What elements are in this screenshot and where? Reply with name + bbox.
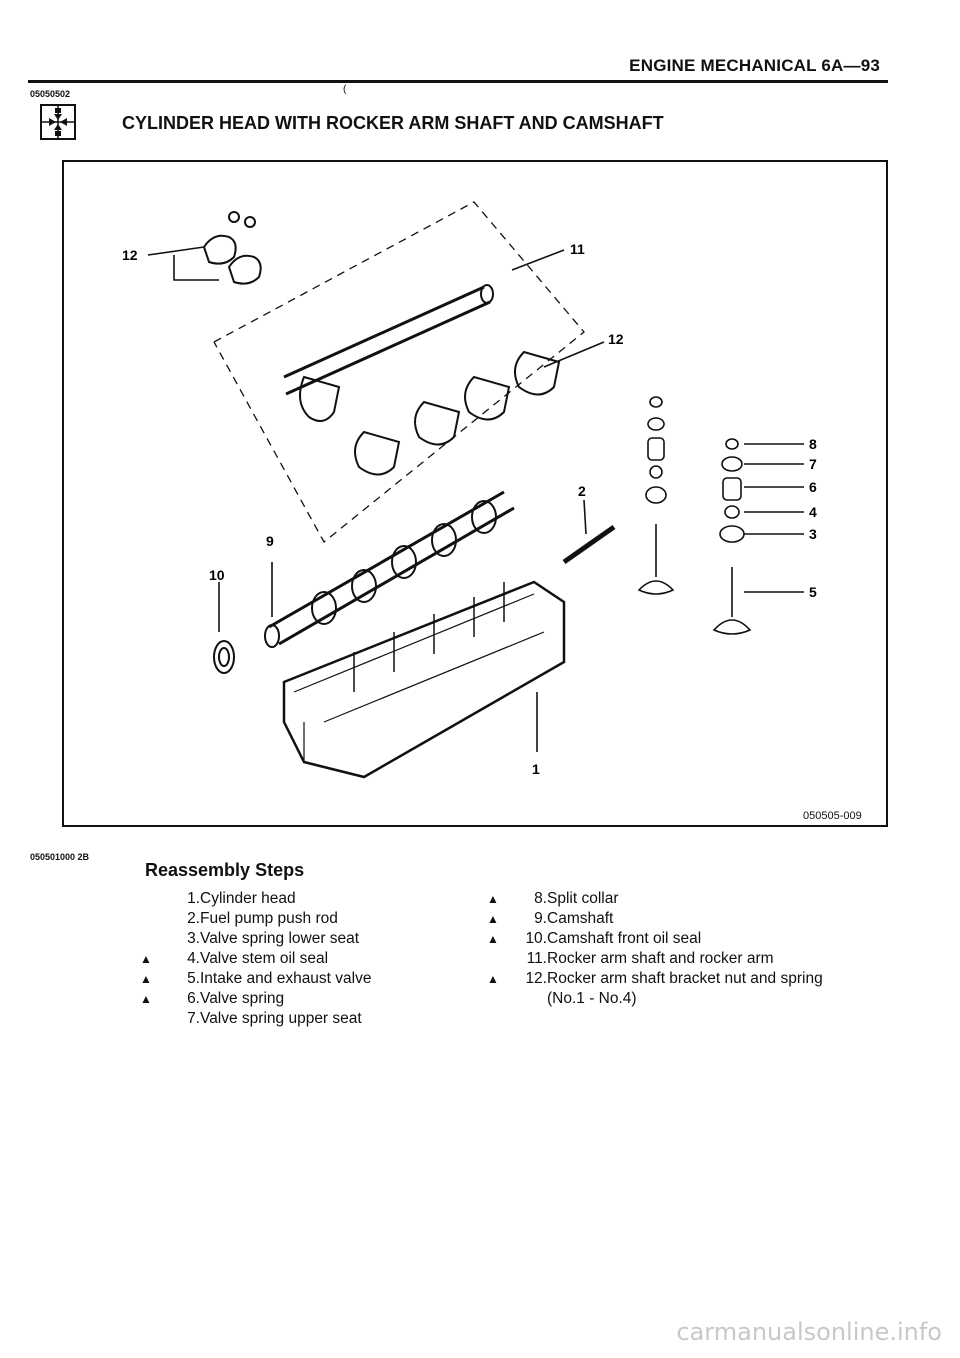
callout-1: 1 [532, 761, 540, 777]
step-number: 5. [187, 970, 200, 987]
figure-frame [62, 160, 888, 827]
exploded-view-diagram: 12 11 12 2 9 10 1 8 7 6 4 3 5 [122, 201, 817, 779]
callout-8: 8 [809, 436, 817, 452]
step-number: 2. [187, 910, 200, 927]
document-code: 05050502 [30, 89, 71, 99]
step-text: Valve stem oil seal [200, 950, 329, 967]
step-number: 4. [187, 950, 200, 967]
important-marker: ▲ [487, 912, 499, 926]
important-marker: ▲ [487, 892, 499, 906]
step-number: 7. [187, 1010, 200, 1027]
step-item: ▲ 10.Camshaft front oil seal [487, 929, 867, 949]
step-item: ▲ 4.Valve stem oil seal [140, 949, 440, 969]
steps-doc-code: 050501000 2B [30, 852, 90, 862]
step-text: Rocker arm shaft and rocker arm [547, 950, 774, 967]
steps-title: Reassembly Steps [145, 860, 305, 880]
step-number: 1. [187, 890, 200, 907]
important-marker: ▲ [140, 972, 152, 986]
callout-3: 3 [809, 526, 817, 542]
disassembly-icon [40, 104, 76, 140]
important-marker: ▲ [140, 992, 152, 1006]
figure-id: 050505-009 [803, 810, 862, 822]
step-text: Split collar [547, 890, 619, 907]
callout-6: 6 [809, 479, 817, 495]
scan-mark: ( [343, 84, 347, 95]
important-marker: ▲ [140, 952, 152, 966]
step-text: Valve spring upper seat [200, 1010, 362, 1027]
step-number: 10. [525, 930, 547, 947]
step-number: 3. [187, 930, 200, 947]
step-number: 11. [526, 950, 547, 967]
step-text: Valve spring [200, 990, 285, 1007]
step-text: Rocker arm shaft bracket nut and spring … [547, 970, 823, 1007]
step-item: 3.Valve spring lower seat [140, 929, 440, 949]
watermark: carmanualsonline.info [676, 1318, 942, 1346]
section-title: CYLINDER HEAD WITH ROCKER ARM SHAFT AND … [122, 113, 664, 133]
step-number: 6. [187, 990, 200, 1007]
callout-7: 7 [809, 456, 817, 472]
callout-4: 4 [809, 504, 817, 520]
step-item: 1.Cylinder head [140, 889, 440, 909]
step-item: ▲ 9.Camshaft [487, 909, 867, 929]
step-text: Intake and exhaust valve [200, 970, 372, 987]
step-number: 12. [525, 970, 547, 987]
callout-2: 2 [578, 483, 586, 499]
step-item: 7.Valve spring upper seat [140, 1009, 440, 1029]
step-text: Cylinder head [200, 890, 296, 907]
step-text: Valve spring lower seat [200, 930, 360, 947]
step-item: 11.Rocker arm shaft and rocker arm [487, 949, 867, 969]
important-marker: ▲ [487, 972, 499, 986]
header-rule [28, 80, 888, 83]
step-item: ▲ 5.Intake and exhaust valve [140, 969, 440, 989]
step-text: Camshaft front oil seal [547, 930, 702, 947]
callout-10: 10 [209, 567, 225, 583]
step-number: 8. [534, 890, 547, 907]
callout-12-upper: 12 [122, 247, 138, 263]
step-text: Fuel pump push rod [200, 910, 338, 927]
callout-12-lower: 12 [608, 331, 624, 347]
callout-5: 5 [809, 584, 817, 600]
step-item: ▲ 8.Split collar [487, 889, 867, 909]
step-number: 9. [534, 910, 547, 927]
callout-9: 9 [266, 533, 274, 549]
step-item: 2.Fuel pump push rod [140, 909, 440, 929]
callout-11: 11 [570, 241, 585, 257]
steps-list-right: ▲ 8.Split collar ▲ 9.Camshaft ▲ 10.Camshaft f… [487, 889, 867, 1009]
important-marker: ▲ [487, 932, 499, 946]
step-item: ▲ 12.Rocker arm shaft bracket nut and spr… [487, 969, 867, 1009]
step-text: Camshaft [547, 910, 614, 927]
step-item: ▲ 6.Valve spring [140, 989, 440, 1009]
page-header-title: ENGINE MECHANICAL 6A—93 [629, 56, 880, 75]
